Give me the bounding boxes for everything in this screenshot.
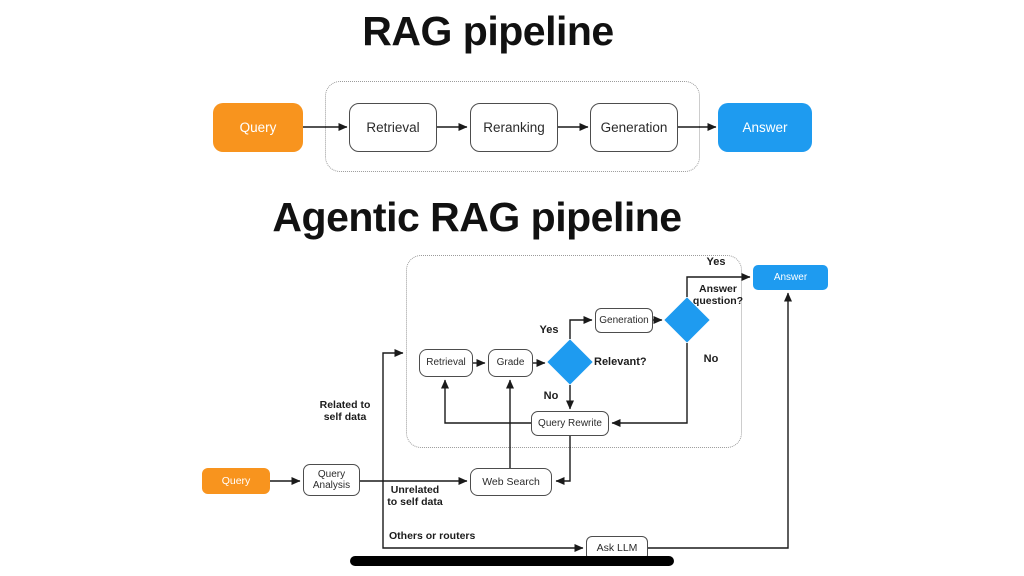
rag-generation-node: Generation (590, 103, 678, 152)
arrow-askllm-to-answer (648, 292, 792, 549)
rag-answer-node: Answer (718, 103, 812, 152)
arrow-answerq-yes-to-answer (686, 273, 751, 297)
arrow-related-branch-to-container (382, 349, 404, 481)
agentic-dotted-container (406, 255, 742, 448)
agentic-query-rewrite-node: Query Rewrite (531, 411, 609, 436)
agentic-query-analysis-node: Query Analysis (303, 464, 360, 496)
agentic-web-search-node: Web Search (470, 468, 552, 496)
agentic-query-node: Query (202, 468, 270, 494)
label-yes-relevant: Yes (539, 324, 559, 336)
arrow-relevant-yes-to-generation (569, 316, 593, 339)
label-no-relevant: No (543, 390, 559, 402)
arrow-queryrewrite-to-retrieval (441, 379, 532, 424)
label-answer-question: Answer question? (692, 283, 744, 307)
arrow-queryrewrite-to-websearch (555, 436, 571, 485)
agentic-grade-node: Grade (488, 349, 533, 377)
agentic-rag-pipeline-title: Agentic RAG pipeline (272, 194, 682, 240)
rag-retrieval-node: Retrieval (349, 103, 437, 152)
laptop-base-bar (350, 556, 674, 566)
label-unrelated-to-self-data: Unrelated to self data (387, 484, 443, 508)
label-relevant-question: Relevant? (594, 356, 647, 368)
arrow-others-branch-to-askllm (382, 481, 584, 552)
label-yes-answer: Yes (706, 256, 726, 268)
agentic-retrieval-node: Retrieval (419, 349, 473, 377)
label-no-answer: No (703, 353, 719, 365)
rag-query-node: Query (213, 103, 303, 152)
label-others-or-routers: Others or routers (389, 530, 476, 542)
agentic-answer-node: Answer (753, 265, 828, 290)
label-related-to-self-data: Related to self data (319, 399, 371, 423)
agentic-generation-node: Generation (595, 308, 653, 333)
arrow-answerq-no-to-queryrewrite (611, 343, 688, 427)
rag-pipeline-title: RAG pipeline (362, 8, 614, 54)
rag-reranking-node: Reranking (470, 103, 558, 152)
